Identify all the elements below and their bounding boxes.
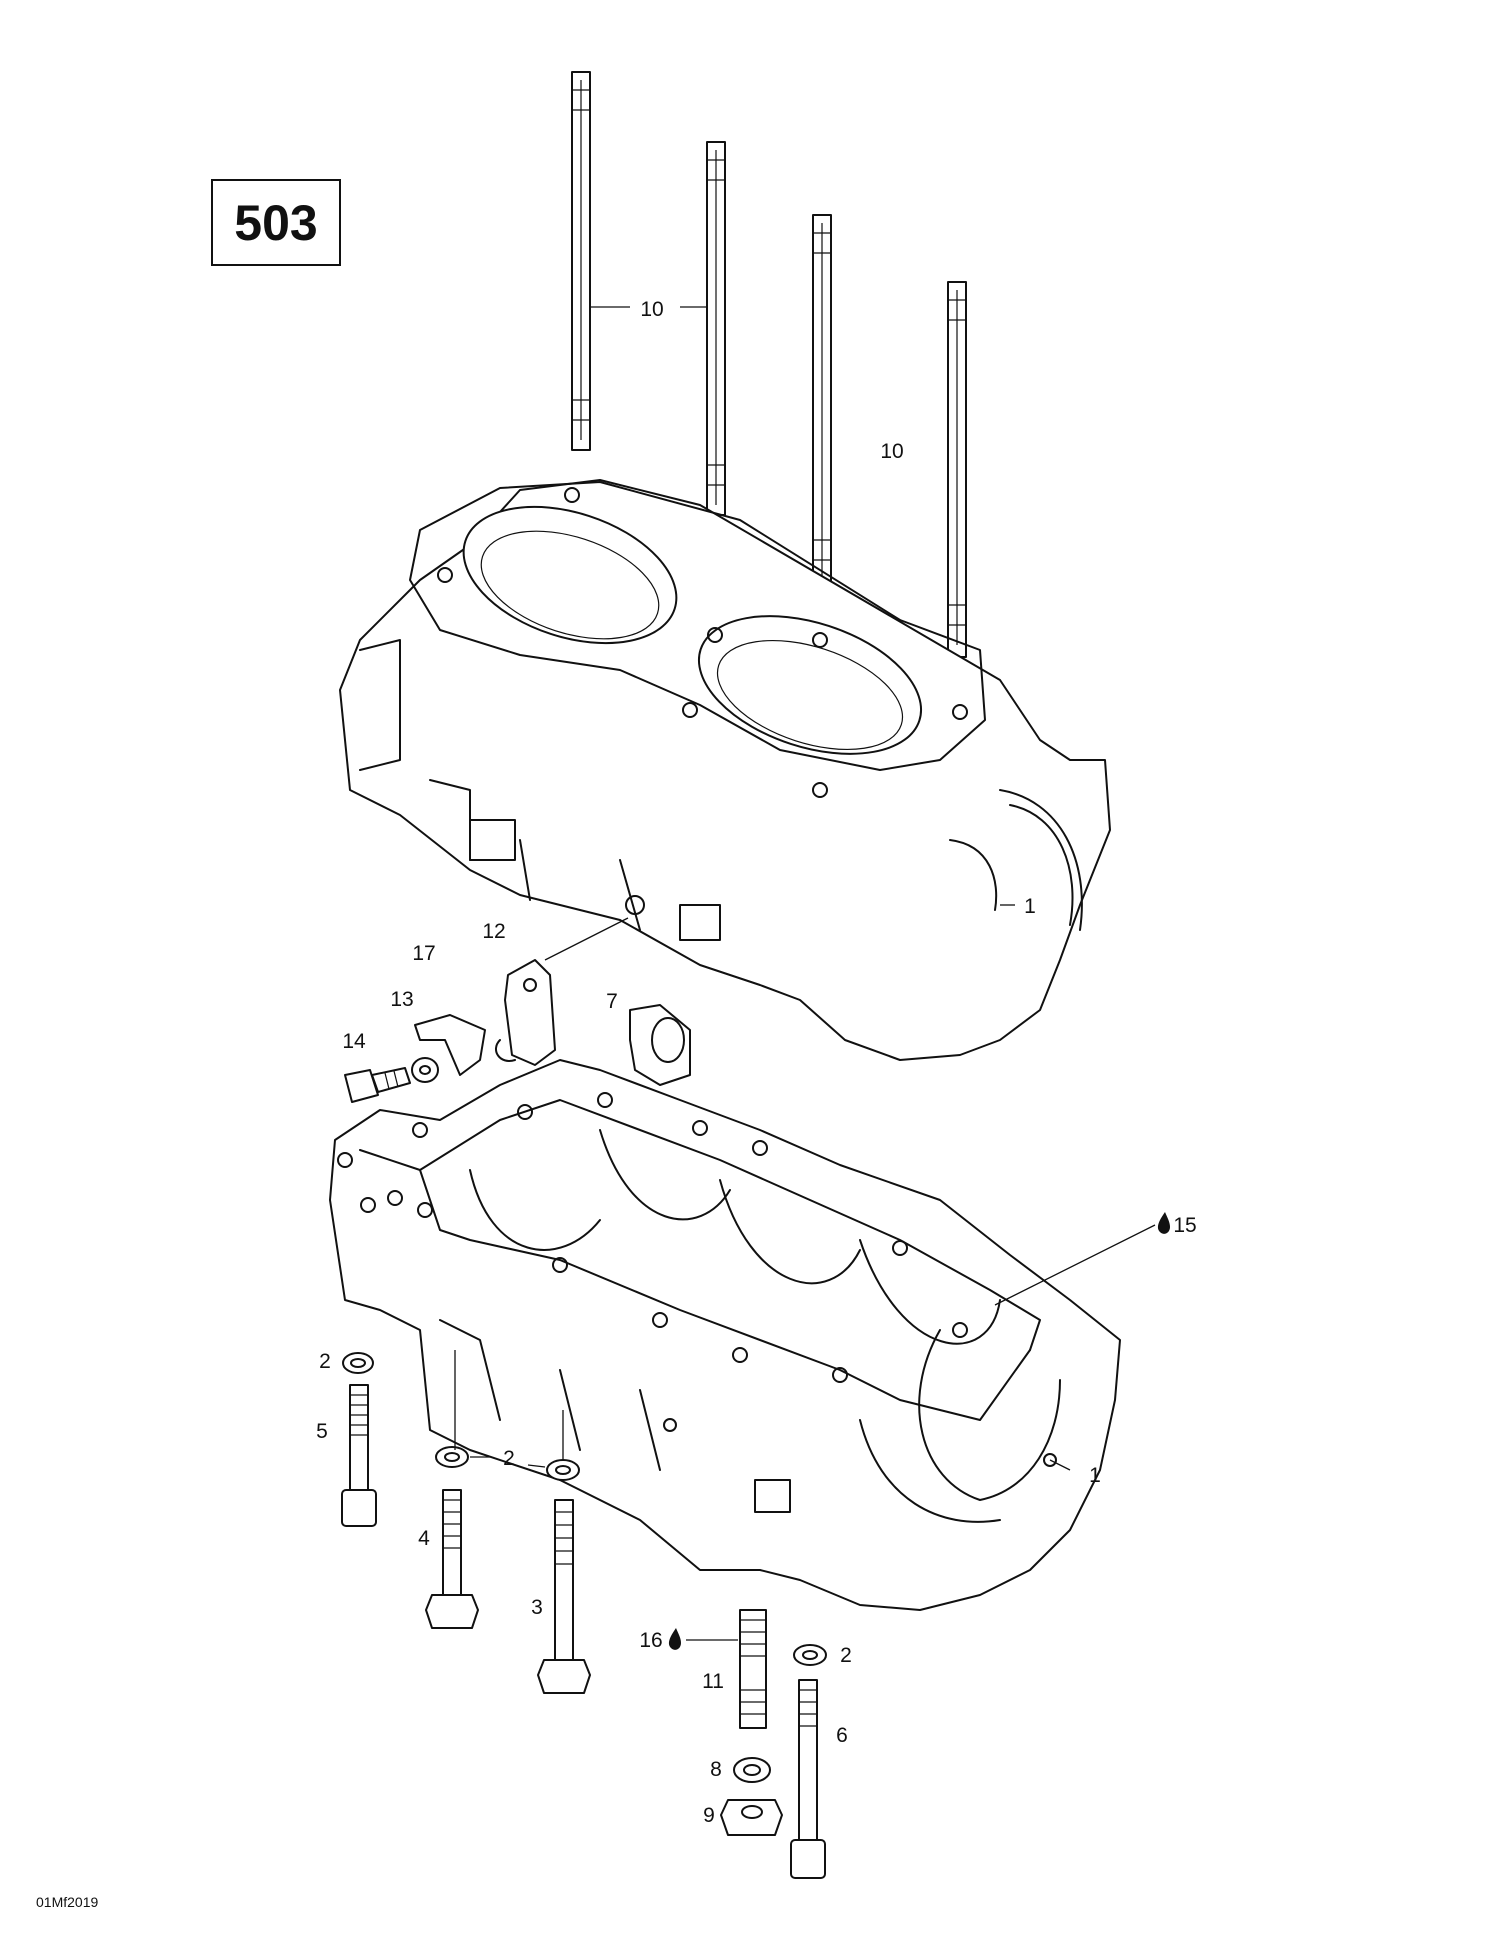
callout-4: 4 [418,1527,430,1550]
section-number: 503 [234,195,317,251]
washer-2-a[interactable] [342,1352,374,1374]
lower-crankcase[interactable] [329,1059,1121,1611]
washer-2-b[interactable] [435,1446,469,1468]
washer-8[interactable] [733,1757,771,1783]
callout-10: 10 [880,440,903,463]
callout-7: 7 [606,990,618,1013]
upper-crankcase[interactable] [339,479,1111,1061]
bolt-14[interactable] [344,1067,411,1103]
callout-5: 5 [316,1420,328,1443]
bolt-3[interactable] [537,1499,591,1694]
callout-2: 2 [840,1644,852,1667]
callout-15: 15 [1173,1214,1196,1237]
callout-3: 3 [531,1596,543,1619]
drop-icon [1157,1212,1170,1234]
bolt-5[interactable] [341,1384,377,1527]
callout-2: 2 [319,1350,331,1373]
callout-10: 10 [640,298,663,321]
seal-7[interactable] [629,1004,691,1086]
callouts: 10 10 1 12 17 13 7 14 15 2 5 2 1 4 3 16 … [316,298,1197,1827]
washer-2-d[interactable] [793,1644,827,1666]
bracket-12[interactable] [495,959,556,1066]
callout-9: 9 [703,1804,715,1827]
callout-2: 2 [503,1447,515,1470]
drop-icon [668,1628,681,1650]
stud-10-4[interactable] [947,281,967,658]
drawing-code: 01Mf2019 [36,1894,98,1910]
callout-16: 16 [639,1629,662,1652]
section-badge: 503 [211,179,341,266]
callout-1: 1 [1024,895,1036,918]
callout-13: 13 [390,988,413,1011]
washer-13[interactable] [411,1057,439,1083]
callout-8: 8 [710,1758,722,1781]
callout-6: 6 [836,1724,848,1747]
bolt-6[interactable] [790,1679,826,1879]
callout-14: 14 [342,1030,366,1053]
callout-12: 12 [482,920,505,943]
nut-9[interactable] [720,1799,783,1836]
callout-17: 17 [412,942,435,965]
callout-11: 11 [702,1670,724,1693]
stud-10-3[interactable] [812,214,832,591]
stud-10-2[interactable] [706,141,726,516]
leader-lines [454,306,1156,1641]
callout-1: 1 [1089,1464,1101,1487]
bolt-4[interactable] [425,1489,479,1629]
stud-10-1[interactable] [571,71,591,451]
washer-2-c[interactable] [546,1459,580,1481]
stud-11[interactable] [739,1609,767,1729]
clip-17[interactable] [414,1014,486,1076]
